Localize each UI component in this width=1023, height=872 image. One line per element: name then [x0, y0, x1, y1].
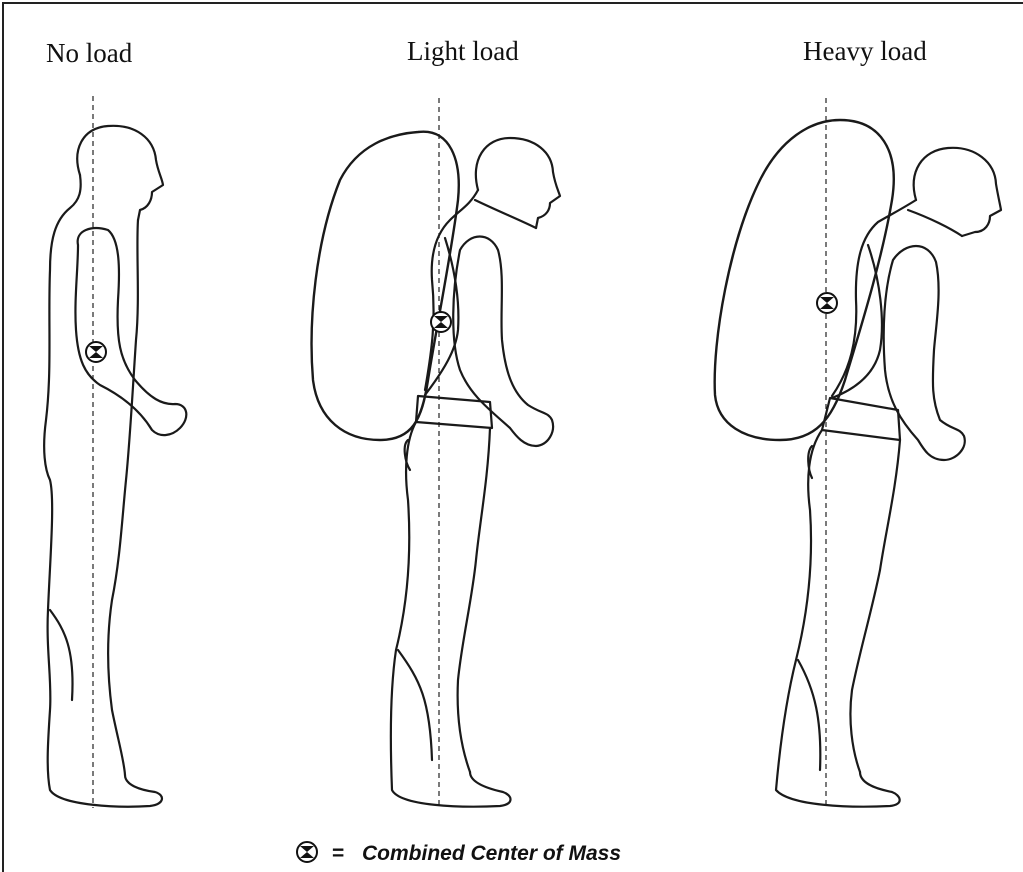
com-marker-heavy-load: [817, 293, 837, 313]
figure-heavy-load: [715, 120, 1001, 807]
panel-title-heavy-load: Heavy load: [803, 36, 927, 66]
legend-label: Combined Center of Mass: [362, 842, 621, 865]
panel-heavy-load: Heavy load: [715, 36, 1001, 808]
panel-light-load: Light load: [312, 36, 560, 808]
figure-no-load: [44, 126, 186, 807]
figure-frame: [3, 3, 1023, 872]
com-marker-no-load: [86, 342, 106, 362]
legend-equals: =: [332, 842, 344, 865]
figure-light-load: [312, 132, 560, 807]
panel-title-no-load: No load: [46, 38, 133, 68]
legend: = Combined Center of Mass: [297, 842, 621, 865]
panel-title-light-load: Light load: [407, 36, 519, 66]
panel-no-load: No load: [44, 38, 186, 808]
com-marker-light-load: [431, 312, 451, 332]
center-of-mass-icon: [297, 842, 317, 862]
